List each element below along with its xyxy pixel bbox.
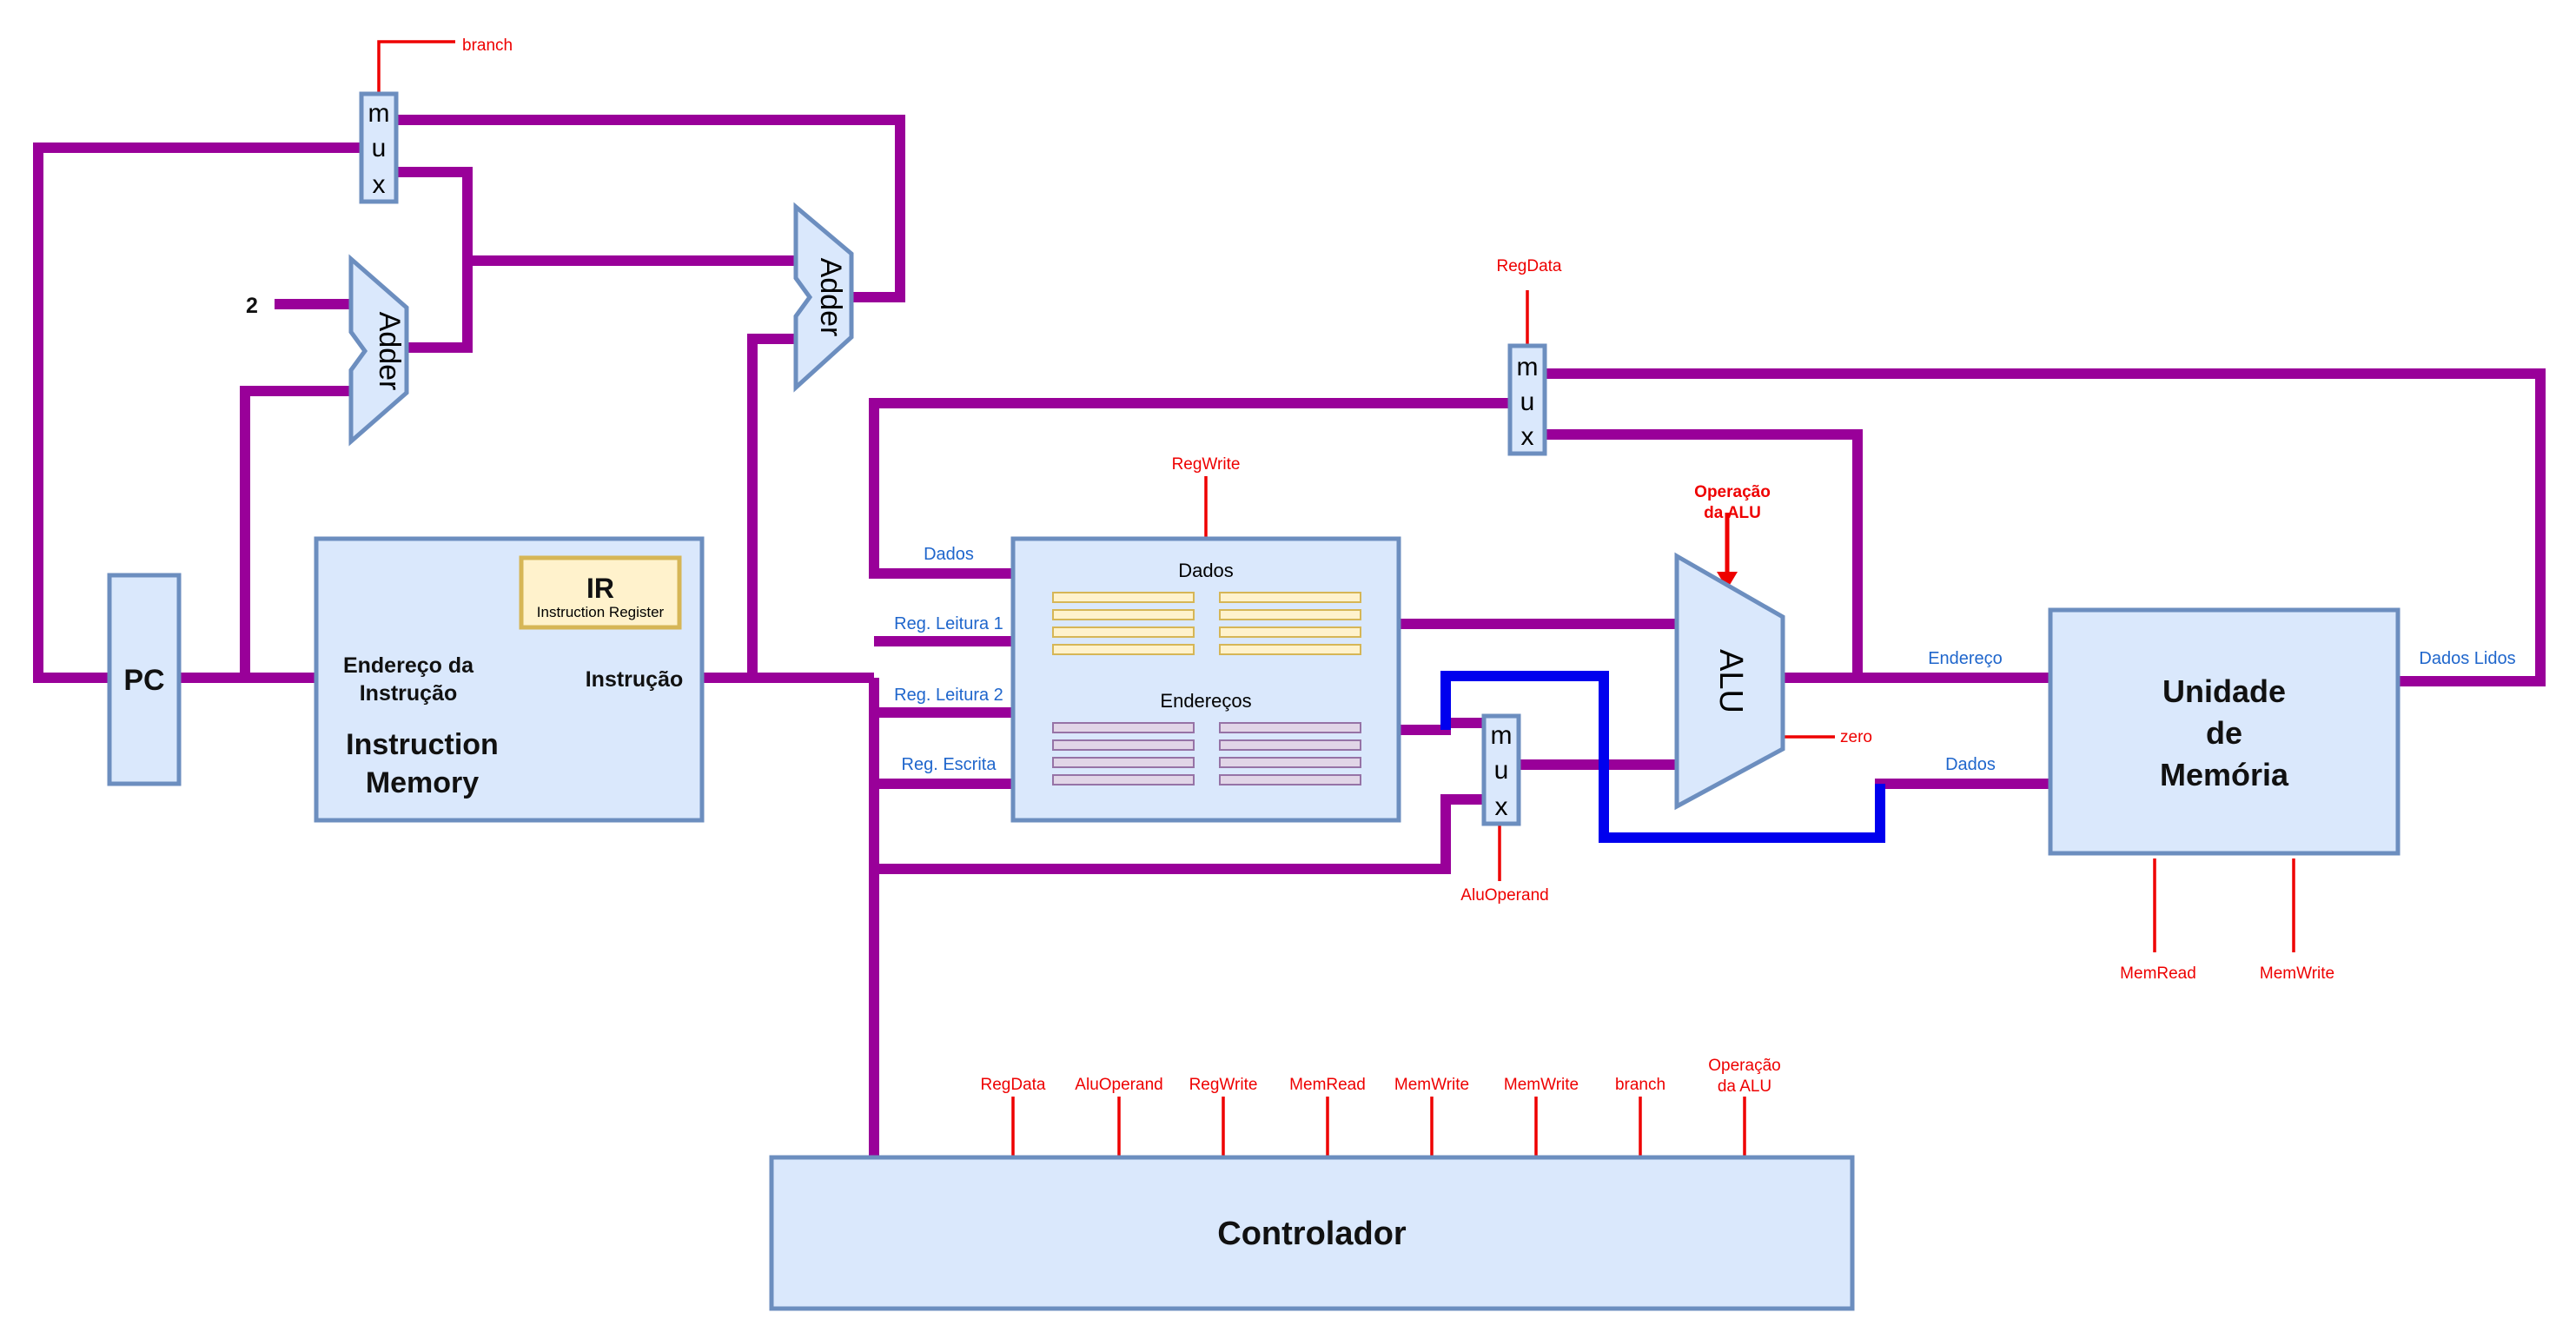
- bus-to-alumux: [874, 794, 1484, 874]
- mux-regdata-block: [1507, 343, 1547, 456]
- bus-mux-to-regdata: [869, 398, 1510, 579]
- mux-regdata-letter: m: [1517, 353, 1539, 381]
- bus-data-to-mem: [1875, 779, 2049, 832]
- ir-subtitle: Instruction Register: [537, 604, 665, 620]
- mux-alu-letter: x: [1495, 792, 1508, 821]
- ctl-aluop-arrow: [1717, 572, 1738, 589]
- aluop-label-line1: Operação: [1694, 483, 1771, 501]
- controller-signal: RegData: [981, 1076, 1046, 1094]
- regwrite-label: RegWrite: [1172, 455, 1241, 474]
- controller-signal: MemWrite: [1504, 1076, 1579, 1094]
- memory-unit-block: [2048, 607, 2401, 856]
- data-buses: [33, 115, 2546, 1156]
- mux-pc-letter: u: [372, 134, 387, 162]
- memwrite-label: MemWrite: [2260, 964, 2334, 983]
- addr-slot: [1219, 739, 1361, 751]
- controller-signal: Operação: [1708, 1057, 1780, 1075]
- memory-title-line2: de: [2206, 715, 2242, 751]
- register-file-block: [1010, 536, 1401, 823]
- controller-block: [769, 1155, 1855, 1311]
- memory-title-line1: Unidade: [2162, 673, 2286, 709]
- controller-label: Controlador: [1217, 1216, 1407, 1252]
- imem-title-line2: Memory: [366, 766, 479, 799]
- bus-mux-to-pc: [33, 143, 363, 683]
- regdata-label: RegData: [1497, 257, 1562, 275]
- data-slot: [1219, 592, 1361, 603]
- data-slot: [1219, 626, 1361, 638]
- controller-signal: AluOperand: [1075, 1076, 1162, 1094]
- small-adder-label: Adder: [373, 312, 406, 391]
- bus-instruction-to-adder: [747, 334, 796, 678]
- bus-bigadder-to-mux: [393, 115, 905, 302]
- data-slot: [1219, 644, 1361, 655]
- imem-addr-line1: Endereço da: [343, 653, 474, 678]
- big-adder-block: [793, 202, 854, 393]
- ctl-branch-line: [377, 40, 455, 94]
- aluop-label-line2: da ALU: [1704, 504, 1761, 522]
- data-slot: [1052, 626, 1195, 638]
- addr-slot: [1052, 739, 1195, 751]
- bus-mem-readout: [1545, 368, 2546, 686]
- bus-alu-to-regmux: [1545, 429, 1863, 678]
- mux-alu-letter: u: [1494, 756, 1509, 785]
- bus-store-data-highlight: [1440, 671, 1885, 843]
- controller-signal: MemRead: [1289, 1076, 1366, 1094]
- mux-pc-letter: m: [368, 99, 390, 128]
- addr-slot: [1052, 774, 1195, 786]
- imem-title-line1: Instruction: [346, 728, 499, 761]
- aluoperand-label: AluOperand: [1460, 886, 1548, 905]
- imem-addr-line2: Instrução: [360, 681, 458, 706]
- alu-zero-label: zero: [1840, 728, 1872, 746]
- imem-out-label: Instrução: [586, 667, 684, 692]
- data-slot: [1052, 592, 1195, 603]
- ir-title: IR: [586, 573, 614, 604]
- controller-signal: MemWrite: [1394, 1076, 1469, 1094]
- ir-block: [519, 555, 682, 630]
- alu-block: [1674, 552, 1785, 811]
- small-adder-block: [348, 254, 409, 447]
- regfile-addr-slots: [1052, 722, 1361, 786]
- adder-constant: 2: [246, 294, 258, 318]
- mux-pc-control-label: branch: [462, 36, 513, 55]
- regfile-in-dados: Dados: [924, 545, 974, 564]
- mem-in-dados: Dados: [1945, 755, 1996, 774]
- pc-label: PC: [123, 664, 164, 697]
- addr-slot: [1219, 722, 1361, 733]
- regfile-addr-title: Endereços: [1160, 690, 1251, 712]
- controller-signal: RegWrite: [1189, 1076, 1258, 1094]
- mux-alu-letter: m: [1491, 721, 1513, 750]
- mux-regdata-letter: u: [1520, 388, 1535, 416]
- mux-regdata-letter: x: [1521, 422, 1534, 451]
- regfile-in-escrita: Reg. Escrita: [902, 755, 997, 774]
- mux-pc-block: [359, 91, 399, 204]
- mem-out-dados: Dados Lidos: [2419, 649, 2515, 668]
- memory-title-line3: Memória: [2160, 757, 2289, 792]
- controller-signal-labels: RegData AluOperand RegWrite MemRead MemW…: [981, 1057, 1781, 1096]
- big-adder-label: Adder: [814, 258, 847, 337]
- controller-signal-line2: da ALU: [1718, 1077, 1771, 1096]
- mux-pc-letter: x: [373, 170, 386, 199]
- addr-slot: [1219, 774, 1361, 786]
- addr-slot: [1052, 722, 1195, 733]
- regfile-in-leitura2: Reg. Leitura 2: [894, 686, 1003, 705]
- addr-slot: [1219, 757, 1361, 768]
- data-slot: [1052, 644, 1195, 655]
- pc-block: [107, 573, 182, 786]
- regfile-in-leitura1: Reg. Leitura 1: [894, 614, 1003, 633]
- bus-pc-to-adder: [240, 386, 351, 678]
- regfile-data-title: Dados: [1178, 560, 1234, 581]
- alu-label: ALU: [1712, 649, 1749, 713]
- regfile-data-slots: [1052, 592, 1361, 655]
- mux-alu-block: [1481, 713, 1521, 826]
- addr-slot: [1052, 757, 1195, 768]
- control-lines: [377, 40, 2295, 1157]
- mem-in-endereco: Endereço: [1928, 649, 2003, 668]
- data-slot: [1219, 609, 1361, 620]
- memread-label: MemRead: [2120, 964, 2196, 983]
- data-slot: [1052, 609, 1195, 620]
- controller-signal: branch: [1615, 1076, 1665, 1094]
